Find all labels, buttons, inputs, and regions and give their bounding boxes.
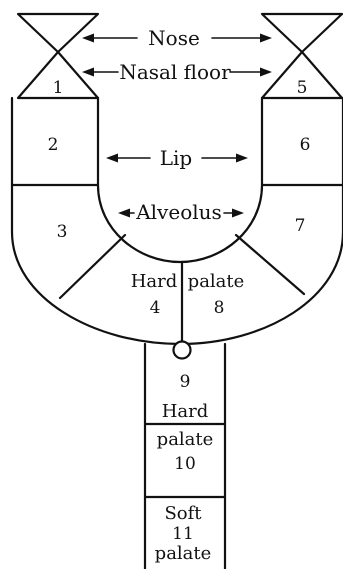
label-hard-palate-top-hard: Hard [131, 271, 178, 292]
label-soft: Soft [164, 503, 202, 524]
label-hard-palate-top-palate: palate [188, 271, 245, 292]
nasal-floor-arrow-right-head [260, 67, 272, 77]
label-lip: Lip [160, 146, 192, 170]
nose-arrow-right-head [260, 33, 272, 43]
lip-arrow-left-head [106, 153, 118, 163]
segment-6: 6 [300, 135, 311, 155]
segment-4: 4 [150, 298, 161, 318]
alveolus-arrow-right-head [232, 208, 244, 218]
segment-5: 5 [297, 78, 308, 98]
lip-arrow-right-head [236, 153, 248, 163]
label-alveolus: Alveolus [135, 200, 222, 224]
nasal-floor-arrow-left-head [82, 67, 94, 77]
segment-9: 9 [180, 372, 191, 392]
label-palate-lower: palate [157, 429, 214, 450]
incisive-foramen-circle [172, 340, 192, 360]
divider-left-alveolus-palate [58, 233, 127, 300]
inner-arch-outline [96, 96, 264, 264]
segment-8: 8 [214, 298, 225, 318]
segment-3: 3 [57, 222, 68, 242]
right-nose-hourglass [260, 12, 343, 100]
alveolus-arrow-left-head [118, 208, 130, 218]
segment-10: 10 [174, 454, 196, 474]
segment-11: 11 [172, 524, 194, 544]
label-nose: Nose [148, 26, 200, 50]
label-palate-soft: palate [155, 543, 212, 564]
segment-1: 1 [53, 78, 64, 98]
label-hard-lower: Hard [162, 401, 209, 422]
nose-arrow-left-head [82, 33, 94, 43]
segment-2: 2 [48, 135, 59, 155]
divider-right-alveolus-palate [234, 233, 306, 296]
label-nasal-floor: Nasal floor [119, 60, 231, 84]
left-nose-hourglass [16, 12, 100, 100]
palate-column-outline [143, 342, 227, 569]
segment-7: 7 [295, 216, 306, 236]
